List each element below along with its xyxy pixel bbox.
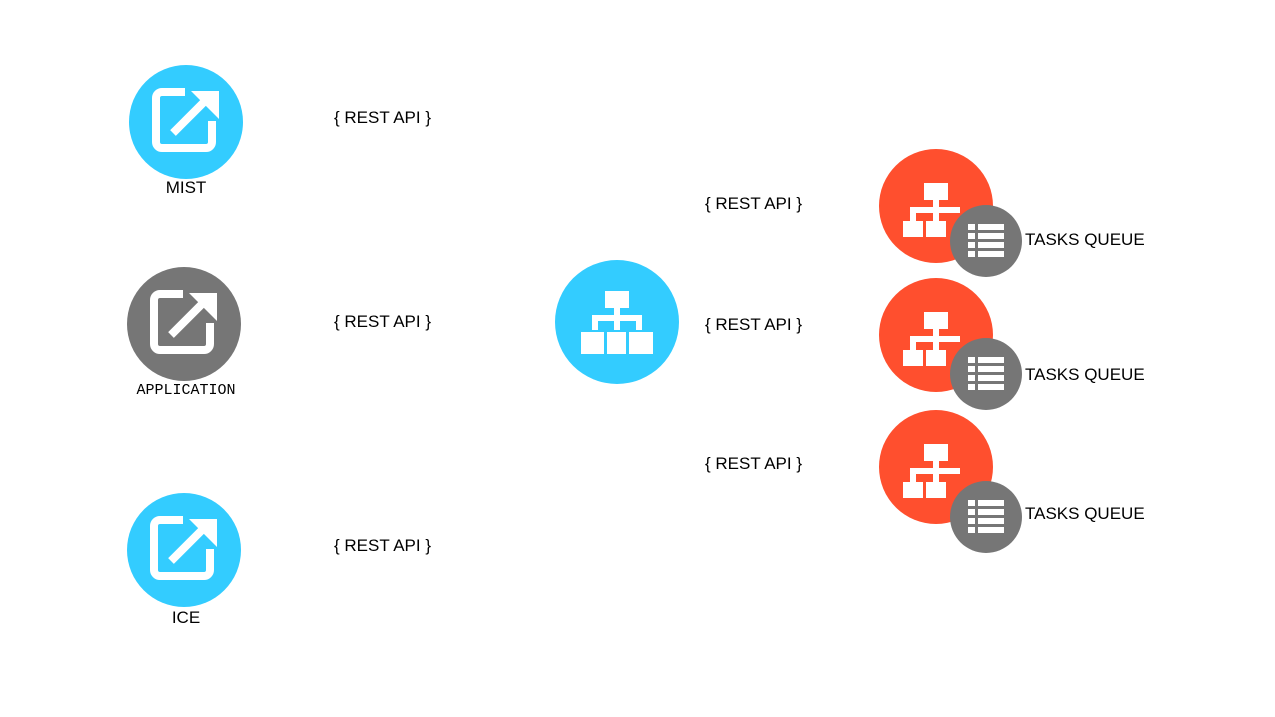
task-queue-node-2 — [950, 338, 1022, 410]
rest-api-label-mist: { REST API } — [334, 108, 432, 127]
hub-node — [555, 260, 679, 384]
rest-api-label-ice: { REST API } — [334, 536, 432, 555]
tasks-queue-label-2: TASKS QUEUE — [1025, 365, 1145, 384]
list-icon — [968, 357, 1004, 390]
sitemap-icon — [581, 291, 653, 354]
rest-api-label-application: { REST API } — [334, 312, 432, 331]
client-label-application: APPLICATION — [136, 382, 236, 399]
sitemap-icon — [903, 312, 960, 366]
tasks-queue-label-1: TASKS QUEUE — [1025, 230, 1145, 249]
external-link-icon — [150, 515, 217, 580]
task-queue-node-3 — [950, 481, 1022, 553]
client-label-ice: ICE — [171, 608, 201, 627]
client-node-ice — [127, 493, 241, 607]
rest-api-label-worker-1: { REST API } — [705, 194, 803, 213]
rest-api-label-worker-2: { REST API } — [705, 315, 803, 334]
rest-api-label-worker-3: { REST API } — [705, 454, 803, 473]
external-link-icon — [152, 87, 219, 152]
client-node-mist — [129, 65, 243, 179]
client-node-application — [127, 267, 241, 381]
external-link-icon — [150, 289, 217, 354]
tasks-queue-label-3: TASKS QUEUE — [1025, 504, 1145, 523]
task-queue-node-1 — [950, 205, 1022, 277]
list-icon — [968, 500, 1004, 533]
list-icon — [968, 224, 1004, 257]
sitemap-icon — [903, 444, 960, 498]
sitemap-icon — [903, 183, 960, 237]
client-label-mist: MIST — [165, 178, 207, 197]
